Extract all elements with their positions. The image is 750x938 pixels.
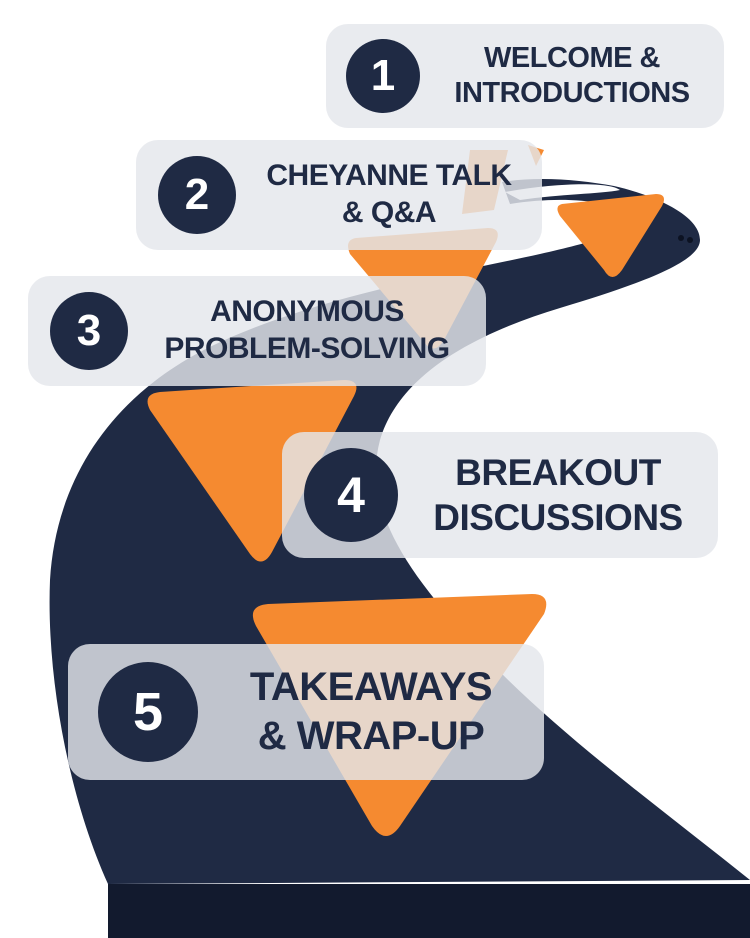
step-label: TAKEAWAYS & WRAP-UP	[198, 663, 544, 761]
step-label-line: TAKEAWAYS	[249, 665, 493, 710]
step-label: ANONYMOUS PROBLEM-SOLVING	[128, 294, 486, 367]
step-label-line: & WRAP-UP	[257, 714, 485, 758]
road-dot	[687, 237, 693, 243]
step-label: CHEYANNE TALK & Q&A	[236, 158, 542, 231]
marker-triangle-5	[147, 380, 357, 562]
agenda-step-3: 3 ANONYMOUS PROBLEM-SOLVING	[28, 276, 486, 386]
step-label-line: WELCOME &	[484, 41, 660, 74]
agenda-step-5: 5 TAKEAWAYS & WRAP-UP	[68, 644, 544, 780]
step-label-line: DISCUSSIONS	[433, 497, 683, 538]
step-number-badge: 2	[158, 156, 236, 234]
road-shoulder	[108, 884, 750, 938]
agenda-step-4: 4 BREAKOUT DISCUSSIONS	[282, 432, 718, 558]
step-label-line: BREAKOUT	[455, 451, 661, 493]
step-label-line: ANONYMOUS	[210, 295, 404, 329]
step-label: BREAKOUT DISCUSSIONS	[398, 450, 718, 540]
agenda-step-1: 1 WELCOME & INTRODUCTIONS	[326, 24, 724, 128]
step-label-line: & Q&A	[341, 196, 437, 229]
agenda-step-2: 2 CHEYANNE TALK & Q&A	[136, 140, 542, 250]
step-label: WELCOME & INTRODUCTIONS	[420, 41, 724, 112]
step-number-badge: 5	[98, 662, 198, 762]
marker-triangle-2	[557, 194, 664, 277]
step-label-line: INTRODUCTIONS	[454, 77, 690, 109]
step-label-line: CHEYANNE TALK	[266, 159, 512, 193]
step-label-line: PROBLEM-SOLVING	[164, 332, 450, 365]
step-number-badge: 4	[304, 448, 398, 542]
road-dot	[678, 235, 684, 241]
step-number-badge: 1	[346, 39, 420, 113]
step-number-badge: 3	[50, 292, 128, 370]
